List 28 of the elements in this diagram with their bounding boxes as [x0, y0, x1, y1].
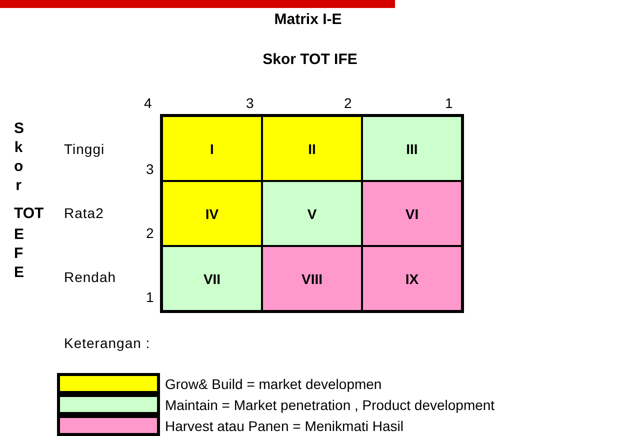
- title: Matrix I-E: [273, 12, 343, 27]
- axis-label: 1: [445, 96, 454, 110]
- matrix-cell: VII: [162, 246, 262, 311]
- legend-text: Maintain = Market penetration , Product development: [165, 396, 495, 412]
- legend-text: Grow& Build = market developmen: [165, 376, 382, 392]
- matrix-cell: V: [262, 181, 362, 246]
- axis-label: Rata2: [64, 206, 104, 220]
- axis-label: 2: [146, 226, 154, 240]
- axis-title: EFE: [14, 225, 23, 282]
- axis-label: 3: [246, 96, 254, 110]
- axis-label: Keterangan :: [64, 336, 150, 350]
- matrix-cell: VIII: [262, 246, 362, 311]
- matrix-cell: III: [362, 116, 462, 181]
- matrix-cell: II: [262, 116, 362, 181]
- axis-title: Skor: [14, 119, 23, 195]
- axis-label: 3: [146, 162, 154, 176]
- matrix-cell: VI: [362, 181, 462, 246]
- legend-text: Harvest atau Panen = Menikmati Hasil: [165, 418, 404, 434]
- axis-label: 4: [144, 96, 152, 110]
- matrix-cell: IX: [362, 246, 462, 311]
- matrix-cell: IV: [162, 181, 262, 246]
- axis-label: 2: [344, 96, 352, 110]
- axis-label: Tinggi: [64, 142, 105, 156]
- matrix-cell: I: [162, 116, 262, 181]
- axis-label: Rendah: [64, 270, 116, 284]
- axis-label: 1: [146, 290, 154, 304]
- axis-title: TOT: [14, 206, 44, 221]
- axis-title: Skor TOT IFE: [262, 52, 358, 67]
